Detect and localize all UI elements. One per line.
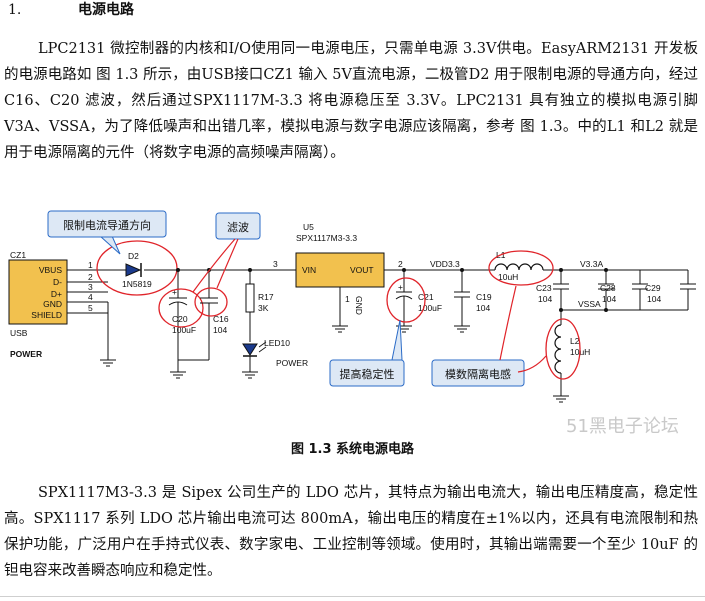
watermark: 51黑电子论坛 bbox=[566, 416, 679, 437]
inductor-l1 bbox=[494, 263, 688, 271]
d2-part: 1N5819 bbox=[122, 279, 152, 289]
ground-symbol bbox=[100, 359, 116, 367]
u5-vin: VIN bbox=[302, 265, 316, 275]
capacitor-c21 bbox=[395, 270, 413, 326]
led10-label: POWER bbox=[276, 358, 308, 368]
pin-num-4: 4 bbox=[88, 292, 93, 302]
cz1-pin-dm: D- bbox=[53, 277, 62, 287]
capacitor-c20 bbox=[168, 270, 188, 372]
diode-d2 bbox=[125, 263, 142, 277]
cz1-pin-gnd: GND bbox=[43, 299, 62, 309]
callout-stability-text: 提高稳定性 bbox=[340, 367, 395, 381]
ground-symbol bbox=[242, 371, 258, 379]
led-led10 bbox=[242, 341, 267, 372]
u5-pin-in: 3 bbox=[273, 259, 278, 269]
callout-limit-direction bbox=[47, 210, 167, 238]
u5-gnd: GND bbox=[354, 296, 364, 315]
u5-ref: U5 bbox=[303, 222, 314, 232]
cz1-pin-dp: D+ bbox=[51, 289, 62, 299]
u5-vout: VOUT bbox=[350, 265, 374, 275]
cz1-ref: CZ1 bbox=[10, 250, 26, 260]
ground-symbol bbox=[332, 325, 348, 333]
c21-highlight bbox=[386, 277, 426, 323]
cz1-pin-shield: SHIELD bbox=[31, 310, 62, 320]
capacitor-c16 bbox=[178, 270, 218, 361]
ground-symbol bbox=[454, 325, 470, 333]
d2-ref: D2 bbox=[128, 251, 139, 261]
callout-filter-text: 滤波 bbox=[227, 221, 249, 234]
u5-regulator bbox=[295, 252, 385, 288]
page-divider bbox=[0, 596, 705, 597]
r17-ref: R17 bbox=[258, 292, 274, 302]
c29-value: 104 bbox=[647, 294, 661, 304]
l1-highlight bbox=[488, 250, 554, 286]
section-heading: 1. 电源电路 bbox=[8, 0, 134, 20]
intro-paragraph: LPC2131 微控制器的内核和I/O使用同一电源电压，只需单电源 3.3V供电… bbox=[4, 41, 698, 161]
l2-highlight bbox=[545, 318, 581, 380]
c23-value: 104 bbox=[538, 294, 552, 304]
c20-plus: + bbox=[172, 287, 177, 297]
c28-value: 104 bbox=[602, 294, 616, 304]
c16-value: 104 bbox=[213, 325, 227, 335]
capacitor-c19 bbox=[454, 270, 470, 326]
u5-part: SPX1117M3-3.3 bbox=[296, 233, 357, 243]
callout-limit-text: 限制电流导通方向 bbox=[63, 218, 151, 232]
vssa-label: VSSA bbox=[578, 299, 601, 309]
cz1-type: USB bbox=[10, 328, 28, 338]
figure-caption: 图 1.3 系统电源电路 bbox=[290, 442, 415, 457]
section-title: 电源电路 bbox=[78, 2, 134, 18]
c19-ref: C19 bbox=[476, 292, 492, 302]
c29-ref: C29 bbox=[645, 283, 661, 293]
c23-ref: C23 bbox=[536, 283, 552, 293]
cz1-connector bbox=[8, 259, 68, 325]
pin-num-1: 1 bbox=[88, 260, 93, 270]
c28-ref: C28 bbox=[600, 283, 616, 293]
c21-plus: + bbox=[398, 282, 403, 292]
inductor-l2 bbox=[554, 324, 562, 396]
callout-isolation bbox=[431, 359, 525, 387]
d2-highlight bbox=[96, 240, 178, 296]
l1-value: 10uH bbox=[498, 272, 518, 282]
u5-pin-gnd: 1 bbox=[345, 294, 350, 304]
ground-symbol bbox=[170, 371, 186, 379]
c21-value: 100uF bbox=[418, 303, 442, 313]
led10-ref: LED10 bbox=[264, 338, 290, 348]
ground-symbol bbox=[553, 395, 569, 403]
regulator-paragraph: SPX1117M3-3.3 是 Sipex 公司生产的 LDO 芯片，其特点为输… bbox=[4, 485, 698, 579]
u5-pin-out: 2 bbox=[398, 259, 403, 269]
c16-ref: C16 bbox=[213, 314, 229, 324]
pin-num-3: 3 bbox=[88, 282, 93, 292]
c20-highlight bbox=[158, 288, 204, 328]
r17-value: 3K bbox=[258, 303, 269, 313]
callout-isolation-text: 模数隔离电感 bbox=[445, 367, 511, 381]
cz1-pin-vbus: VBUS bbox=[39, 265, 62, 275]
c19-value: 104 bbox=[476, 303, 490, 313]
callout-stability bbox=[329, 359, 405, 387]
c16-highlight bbox=[194, 287, 228, 317]
c20-value: 100uF bbox=[172, 325, 196, 335]
cz1-power-label: POWER bbox=[10, 349, 42, 359]
pin-num-2: 2 bbox=[88, 272, 93, 282]
l2-ref: L2 bbox=[570, 336, 580, 346]
vdd-label: VDD3.3 bbox=[430, 259, 460, 269]
section-number: 1. bbox=[8, 2, 22, 18]
v33a-label: V3.3A bbox=[580, 259, 603, 269]
c20-ref: C20 bbox=[172, 314, 188, 324]
resistor-r17 bbox=[245, 270, 255, 342]
c21-ref: C21 bbox=[418, 292, 434, 302]
pin-num-5: 5 bbox=[88, 303, 93, 313]
